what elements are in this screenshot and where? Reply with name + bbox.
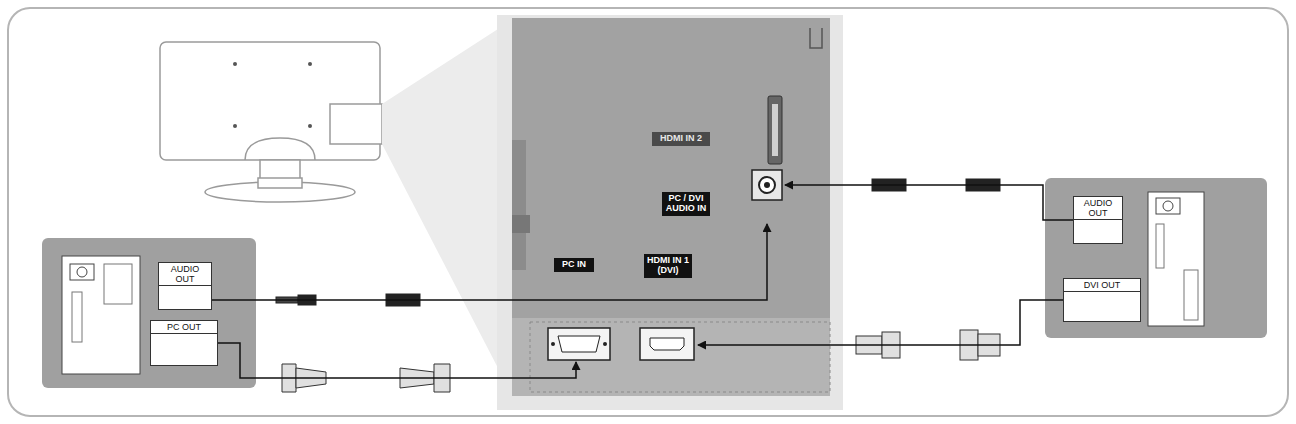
cable xyxy=(785,185,1073,220)
hdmi-port xyxy=(640,328,694,360)
port-label: HDMI IN 2 xyxy=(652,132,714,150)
vga-port xyxy=(548,328,610,360)
port-label: PC / DVI AUDIO IN xyxy=(662,192,710,216)
port-label: DVI OUT xyxy=(1064,279,1140,292)
pc-tower xyxy=(62,256,140,374)
hdmi-port xyxy=(768,96,782,164)
port-label: HDMI IN 1 (DVI) xyxy=(644,254,692,278)
output-box: AUDIO OUT xyxy=(1073,196,1123,244)
port-group: PC IN xyxy=(540,256,612,362)
pc-panel xyxy=(42,238,256,388)
output-box: DVI OUT xyxy=(1063,278,1141,322)
tv-back xyxy=(160,42,382,202)
port-group: HDMI IN 1 (DVI) xyxy=(640,252,698,362)
port-label: HDMI IN 2 xyxy=(652,132,710,146)
port-group: PC / DVI AUDIO IN xyxy=(660,168,785,224)
tv-panel xyxy=(512,18,830,318)
cable xyxy=(212,224,767,300)
cable xyxy=(698,300,1063,345)
frame xyxy=(8,8,1288,416)
port-label: AUDIO OUT xyxy=(159,263,211,286)
zoom-callout xyxy=(382,20,512,395)
port-label: AUDIO OUT xyxy=(1074,197,1122,220)
zoom-panel xyxy=(497,15,843,410)
output-box: AUDIO OUT xyxy=(158,262,212,310)
pc-tower xyxy=(1148,192,1204,326)
output-box: PC OUT xyxy=(150,320,218,366)
cable-plug xyxy=(276,179,1000,306)
port-label: PC IN xyxy=(554,258,594,272)
pc-panel xyxy=(1045,178,1267,338)
audio-jack xyxy=(752,170,782,200)
port-label: PC OUT xyxy=(151,321,217,334)
cable xyxy=(218,343,576,378)
